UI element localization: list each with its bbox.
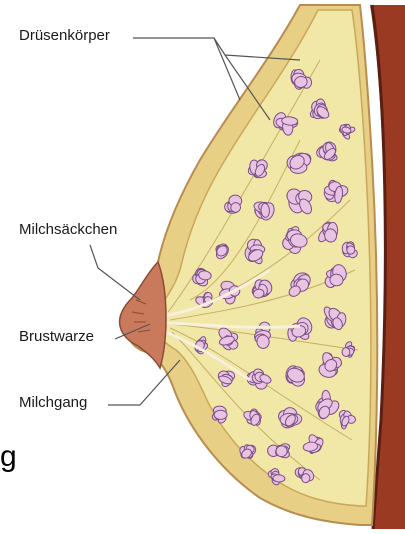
label-druesenkoerper: Drüsenkörper (19, 27, 110, 44)
lobule (214, 410, 227, 419)
lobule (261, 203, 270, 217)
lobule (273, 474, 285, 482)
label-brustwarze: Brustwarze (19, 328, 94, 345)
edge-text-fragment: g (0, 440, 17, 474)
lobule (301, 473, 310, 483)
label-milchsaeckchen: Milchsäckchen (19, 221, 117, 238)
nipple (120, 262, 166, 368)
leader-milchsaeckchen (90, 245, 140, 300)
lobule (342, 347, 351, 356)
label-milchgang: Milchgang (19, 394, 87, 411)
